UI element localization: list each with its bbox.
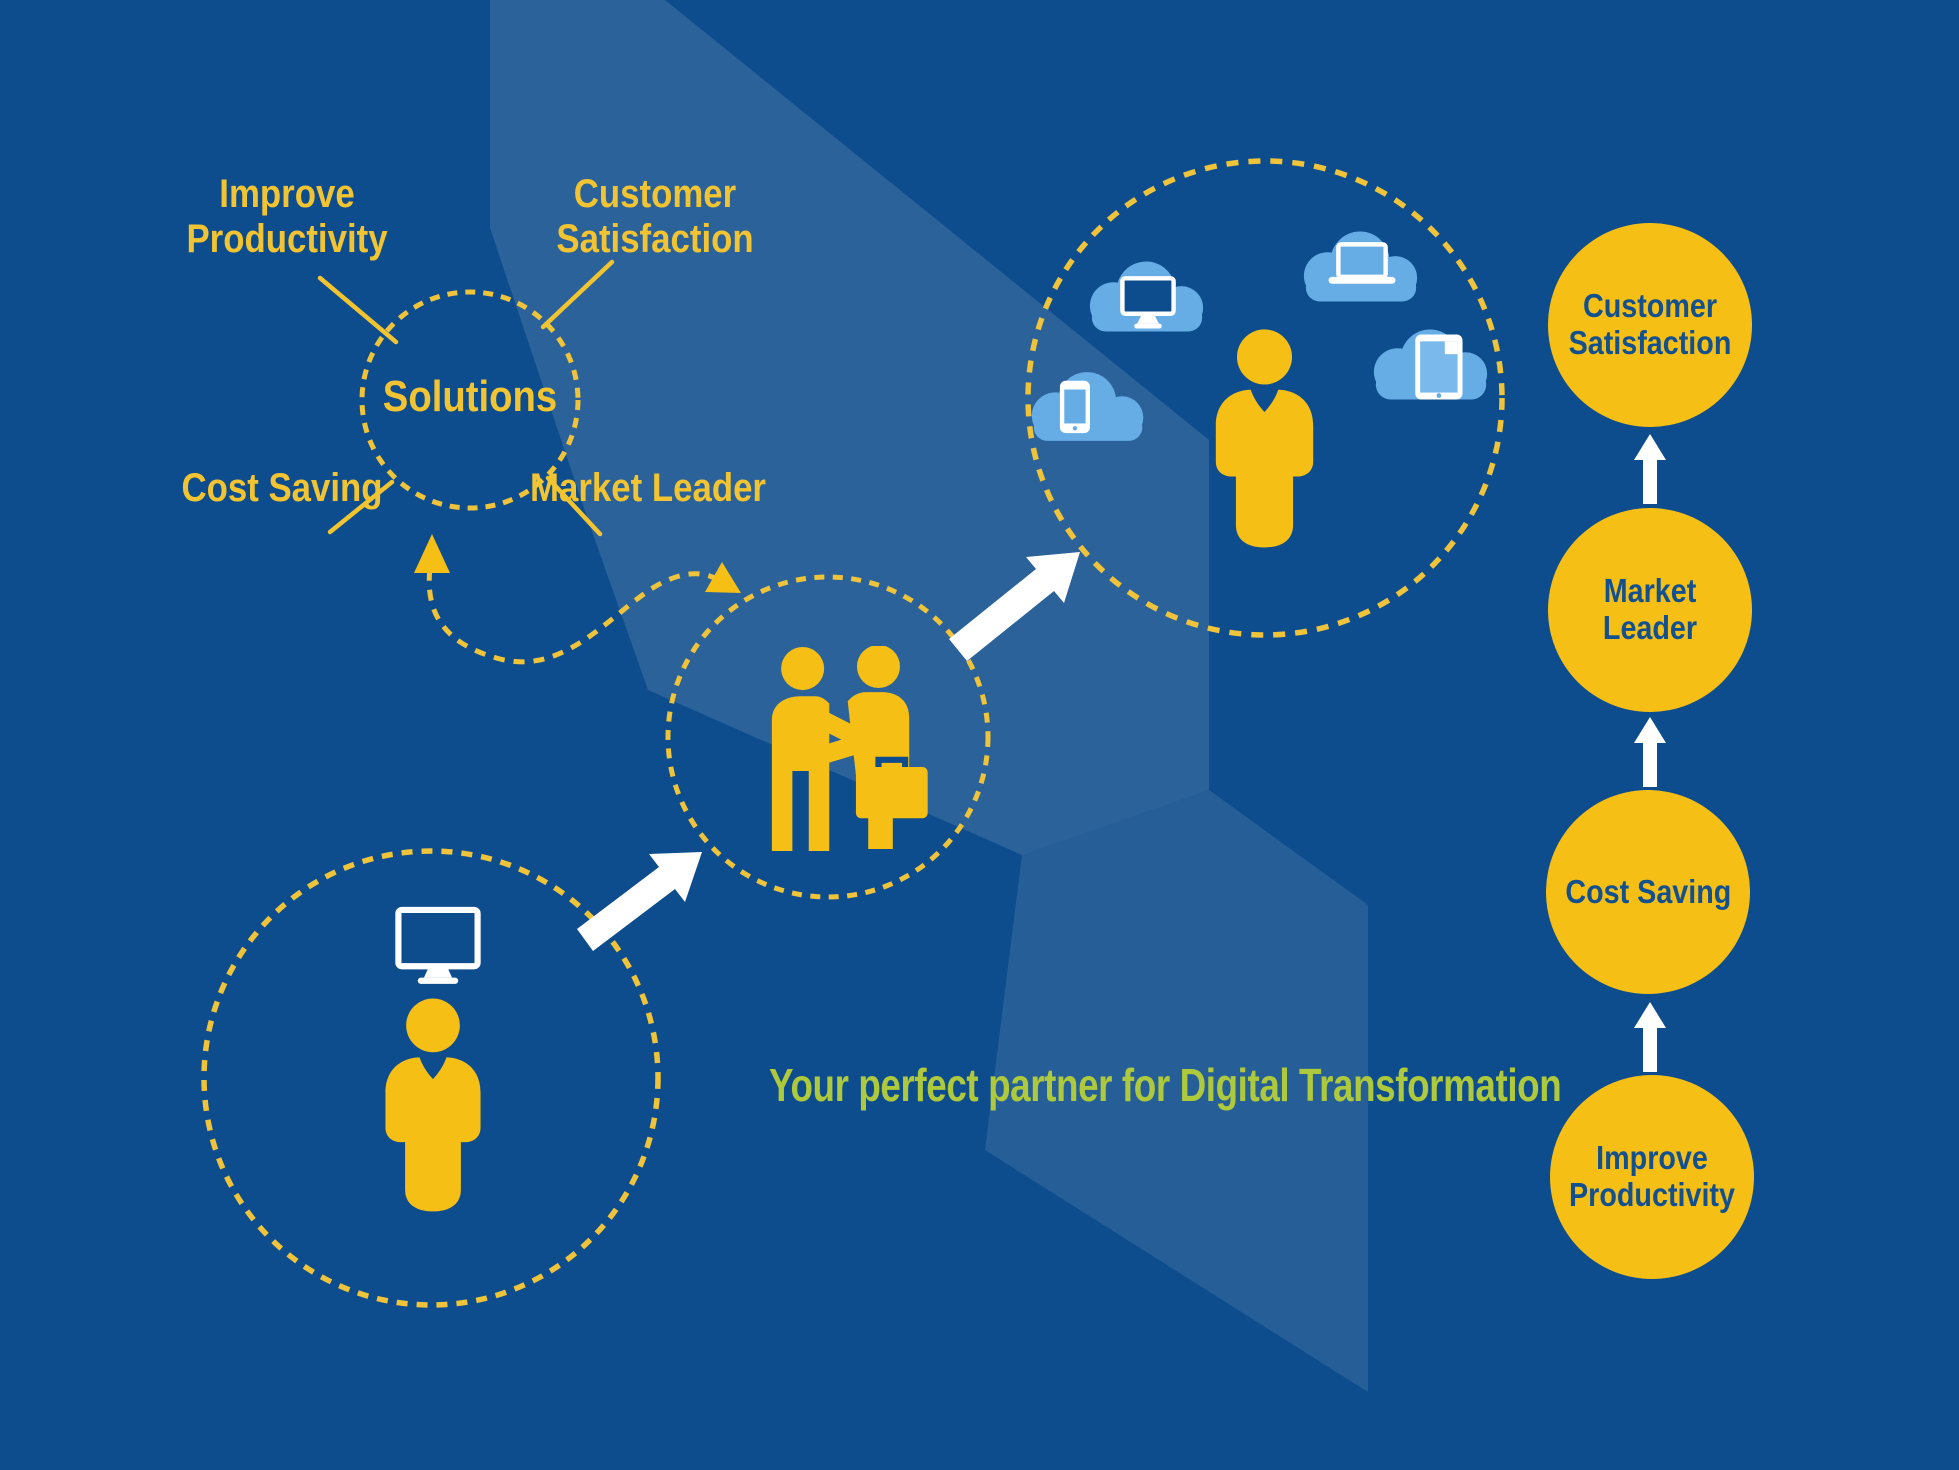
- cloud-monitor-icon: [1089, 261, 1204, 332]
- ladder-circle-customer-satisfaction: Customer Satisfaction: [1548, 223, 1752, 427]
- ladder-label: Customer Satisfaction: [1568, 287, 1732, 361]
- person-icon: [781, 647, 825, 691]
- ladder-circle-improve-productivity: Improve Productivity: [1550, 1075, 1754, 1279]
- ladder-label: Cost Saving: [1565, 872, 1731, 910]
- person-icon: [385, 998, 481, 1212]
- ladder-label: Improve Productivity: [1569, 1139, 1735, 1213]
- ladder-label: Market Leader: [1602, 572, 1698, 646]
- cloud-dashed-circle: [1025, 158, 1505, 638]
- up-arrow-icon: [1634, 434, 1666, 504]
- tagline: Your perfect partner for Digital Transfo…: [670, 1058, 1570, 1112]
- cloud-smartphone-icon: [1031, 372, 1144, 441]
- background-band-lower: [985, 790, 1368, 1392]
- ladder-circle-cost-saving: Cost Saving: [1546, 790, 1750, 994]
- diagonal-arrow-icon: [577, 852, 702, 951]
- solutions-dashed-circle: [359, 289, 581, 511]
- hub-label: Solutions: [382, 372, 558, 421]
- tagline-text: Your perfect partner for Digital Transfo…: [769, 1059, 1562, 1111]
- spoke-label-market-leader: Market Leader: [530, 466, 766, 510]
- handshake-icon: [771, 646, 928, 851]
- hub-connector-lines: [317, 259, 615, 537]
- curve-arrowhead-end-icon: [705, 562, 741, 593]
- person-icon: [856, 646, 900, 689]
- spoke-label-customer-satisfaction: Customer Satisfaction: [556, 172, 754, 261]
- background-band-upper: [490, 0, 1209, 855]
- connector-cost-saving: [327, 479, 395, 535]
- spoke-label-cost-saving: Cost Saving: [181, 466, 383, 510]
- briefcase-icon: [855, 766, 928, 819]
- start-dashed-circle: [201, 848, 661, 1308]
- monitor-icon: [395, 906, 481, 984]
- ladder-circle-market-leader: Market Leader: [1548, 508, 1752, 712]
- connector-market-leader: [545, 475, 603, 537]
- briefcase-handle: [875, 756, 909, 767]
- cloud-laptop-icon: [1303, 231, 1418, 302]
- dashed-curve-arrow-icon: [426, 549, 726, 665]
- connector-improve-productivity: [317, 275, 399, 345]
- up-arrow-icon: [1634, 717, 1666, 787]
- person-icon: [1215, 329, 1314, 548]
- handshake-dashed-circle: [665, 574, 991, 900]
- cloud-tablet-icon: [1373, 329, 1488, 400]
- diagonal-arrow-icon: [949, 552, 1080, 661]
- curve-arrowhead-up-icon: [414, 534, 450, 573]
- connector-customer-satisfaction: [540, 259, 615, 330]
- spoke-label-improve-productivity: Improve Productivity: [186, 172, 388, 261]
- up-arrow-icon: [1634, 1002, 1666, 1072]
